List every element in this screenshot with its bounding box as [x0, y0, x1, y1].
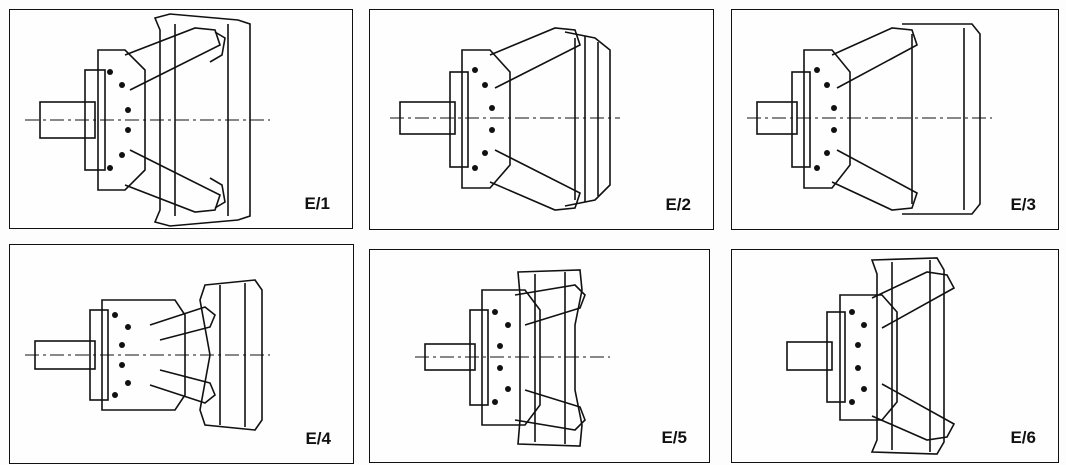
wheel-clamp-drawing	[25, 279, 270, 431]
panel-label: E/6	[1010, 428, 1036, 447]
panel-label: E/2	[665, 195, 691, 214]
diagram-panel-e3: E/3	[731, 9, 1059, 230]
wheel-clamp-drawing	[390, 27, 620, 211]
wheel-clamp-drawing	[25, 13, 270, 227]
wheel-clamp-drawing	[747, 23, 992, 215]
diagram-panel-e4: E/4	[9, 244, 354, 464]
panel-label: E/1	[304, 194, 330, 213]
panel-label: E/5	[661, 428, 687, 447]
diagram-panel-e2: E/2	[369, 9, 714, 230]
diagram-panel-e5: E/5	[369, 249, 710, 463]
wheel-clamp-drawing	[786, 257, 956, 455]
wheel-clamp-drawing	[415, 269, 610, 447]
diagram-panel-e1: E/1	[9, 9, 353, 229]
panel-label: E/4	[305, 429, 331, 448]
panel-label: E/3	[1010, 195, 1036, 214]
diagram-panel-e6: E/6	[731, 249, 1059, 463]
